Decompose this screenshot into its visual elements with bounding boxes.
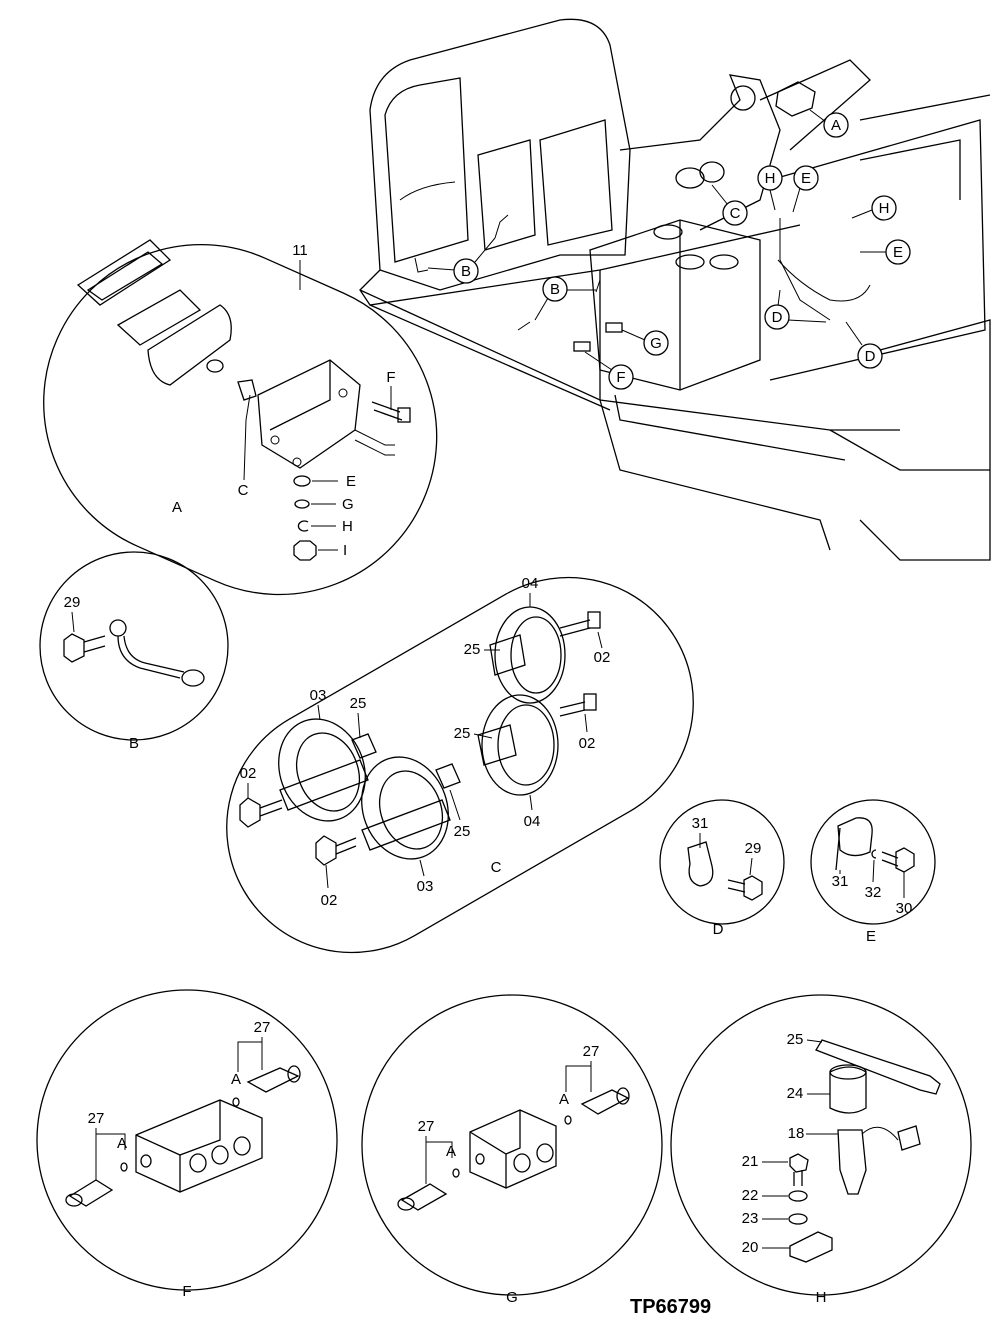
detail-a-part-h: H bbox=[342, 518, 353, 535]
detail-b: 29 B bbox=[39, 551, 229, 752]
detail-g-part-27b: 27 bbox=[583, 1043, 600, 1060]
callout-h1-circle bbox=[757, 165, 783, 191]
callout-e2-circle bbox=[885, 239, 911, 265]
detail-f-part-27b: 27 bbox=[254, 1019, 271, 1036]
diagram-code: TP66799 bbox=[630, 1296, 711, 1318]
detail-b-title: B bbox=[129, 735, 139, 752]
callout-g-circle bbox=[643, 330, 669, 356]
detail-a-part-c: C bbox=[238, 482, 249, 499]
callout-d2-circle bbox=[857, 343, 883, 369]
callout-e1-circle bbox=[793, 165, 819, 191]
callout-d2: D bbox=[865, 348, 876, 365]
detail-c-part-25d: 25 bbox=[454, 823, 471, 840]
detail-e-part-32: 32 bbox=[865, 884, 882, 901]
detail-c-title: C bbox=[491, 859, 502, 876]
detail-f: 27 A 27 A F bbox=[36, 989, 338, 1300]
callout-b2-circle bbox=[542, 276, 568, 302]
detail-c-part-25b: 25 bbox=[454, 725, 471, 742]
callout-b1: B bbox=[461, 263, 471, 280]
detail-a: 11 F C E G H I bbox=[43, 239, 438, 596]
callout-f: F bbox=[616, 369, 625, 386]
detail-e-part-31: 31 bbox=[832, 873, 849, 890]
detail-h-title: H bbox=[816, 1289, 827, 1306]
detail-a-part-e: E bbox=[346, 473, 356, 490]
callout-b2: B bbox=[550, 281, 560, 298]
callout-e1: E bbox=[801, 170, 811, 187]
detail-c-part-02d: 02 bbox=[321, 892, 338, 909]
callout-d1-circle bbox=[764, 304, 790, 330]
detail-f-title: F bbox=[182, 1283, 191, 1300]
detail-c-part-03a: 03 bbox=[310, 687, 327, 704]
callout-a: A bbox=[831, 117, 841, 134]
detail-a-part-f: F bbox=[386, 369, 395, 386]
detail-e-part-30: 30 bbox=[896, 900, 913, 917]
callout-c: C bbox=[730, 205, 741, 222]
detail-h-part-18: 18 bbox=[788, 1125, 805, 1142]
callout-h2-circle bbox=[871, 195, 897, 221]
detail-a-title: A bbox=[172, 499, 182, 516]
detail-h-part-24: 24 bbox=[787, 1085, 804, 1102]
callout-a-circle bbox=[823, 112, 849, 138]
callout-e2: E bbox=[893, 244, 903, 261]
callout-g: G bbox=[650, 335, 662, 352]
main-callouts: A B B C D D E E F G H bbox=[427, 109, 911, 390]
callout-h1: H bbox=[765, 170, 776, 187]
callout-d1: D bbox=[772, 309, 783, 326]
detail-g-part-a1: A bbox=[446, 1143, 456, 1160]
detail-a-item: 11 bbox=[292, 242, 308, 259]
detail-a-part-i: I bbox=[343, 542, 347, 559]
detail-d: 31 29 D bbox=[659, 799, 785, 938]
detail-f-part-a1: A bbox=[117, 1135, 127, 1152]
detail-g-part-27a: 27 bbox=[418, 1118, 435, 1135]
detail-h-part-21: 21 bbox=[742, 1153, 759, 1170]
detail-d-title: D bbox=[713, 921, 724, 938]
detail-g: 27 A 27 A G bbox=[361, 994, 663, 1306]
callout-h2: H bbox=[879, 200, 890, 217]
callout-b1-circle bbox=[453, 258, 479, 284]
detail-c-part-03b: 03 bbox=[417, 878, 434, 895]
detail-b-part-29: 29 bbox=[64, 594, 81, 611]
detail-c-part-25a: 25 bbox=[464, 641, 481, 658]
detail-h-part-25: 25 bbox=[787, 1031, 804, 1048]
detail-c-part-02a: 02 bbox=[594, 649, 611, 666]
callout-f-circle bbox=[608, 364, 634, 390]
detail-c-part-02c: 02 bbox=[240, 765, 257, 782]
detail-c-part-02b: 02 bbox=[579, 735, 596, 752]
callout-c-circle bbox=[722, 200, 748, 226]
detail-g-title: G bbox=[506, 1289, 518, 1306]
detail-d-part-29: 29 bbox=[745, 840, 762, 857]
detail-f-part-27a: 27 bbox=[88, 1110, 105, 1127]
detail-a-part-g: G bbox=[342, 496, 354, 513]
detail-f-part-a2: A bbox=[231, 1071, 241, 1088]
detail-d-part-31: 31 bbox=[692, 815, 709, 832]
detail-h-part-20: 20 bbox=[742, 1239, 759, 1256]
detail-e: 31 32 30 E bbox=[810, 799, 936, 945]
detail-c-part-25c: 25 bbox=[350, 695, 367, 712]
detail-h: 25 24 18 21 22 23 20 H bbox=[670, 994, 972, 1306]
detail-c: 04 25 02 25 02 04 03 25 02 bbox=[226, 575, 694, 954]
detail-c-part-04b: 04 bbox=[524, 813, 541, 830]
detail-h-part-23: 23 bbox=[742, 1210, 759, 1227]
detail-c-part-04a: 04 bbox=[522, 575, 539, 592]
detail-g-part-a2: A bbox=[559, 1091, 569, 1108]
machine-overview bbox=[359, 18, 991, 561]
detail-e-title: E bbox=[866, 928, 876, 945]
detail-h-part-22: 22 bbox=[742, 1187, 759, 1204]
